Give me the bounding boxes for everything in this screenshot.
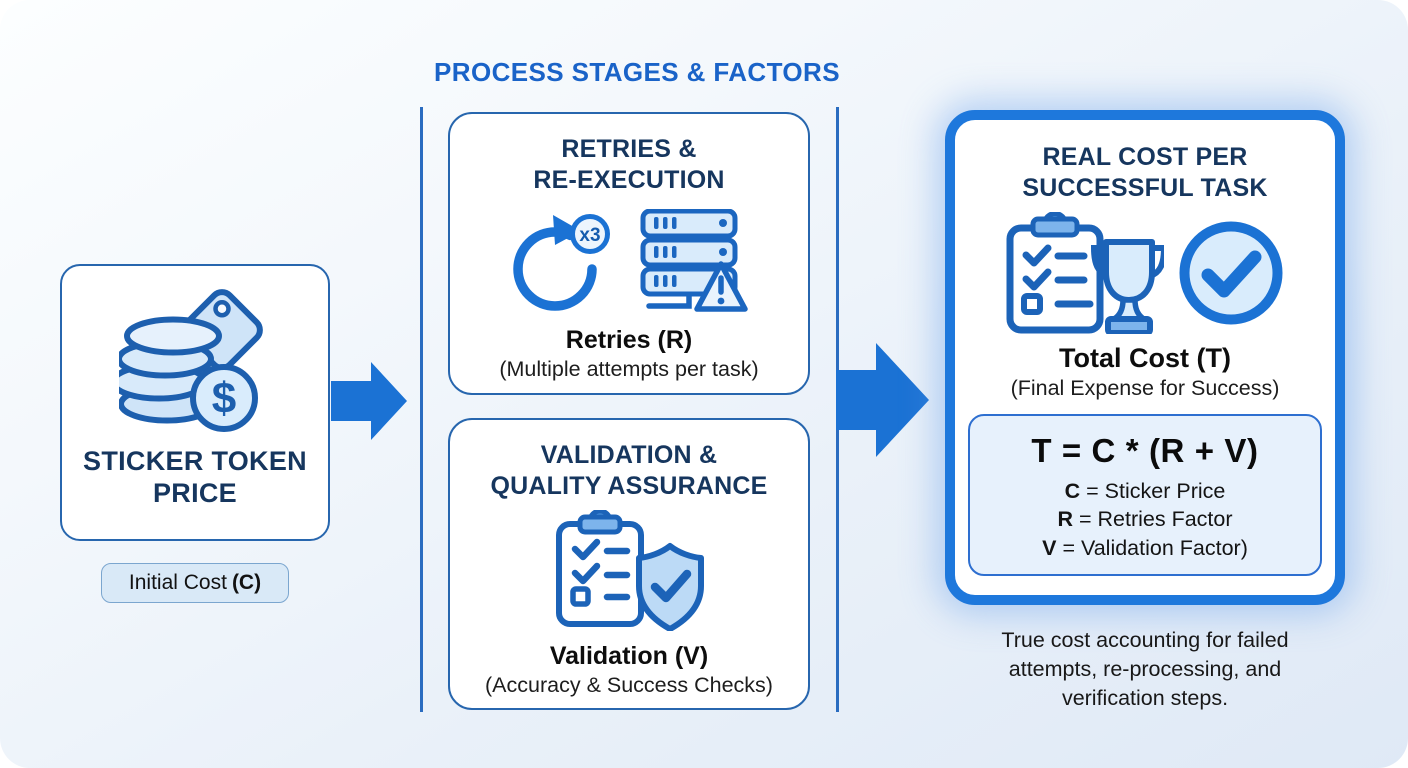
- dollar-sign: $: [212, 374, 236, 423]
- total-cost-sublabel: (Final Expense for Success): [1010, 376, 1280, 400]
- validation-heading: VALIDATION & QUALITY ASSURANCE: [490, 441, 768, 500]
- sticker-token-price-box: $ STICKER TOKEN PRICE: [60, 264, 330, 541]
- pill-variable: (C): [231, 571, 262, 594]
- left-box-heading: STICKER TOKEN PRICE: [83, 446, 307, 508]
- warning-triangle-icon: [694, 261, 748, 312]
- validation-stage-box: VALIDATION & QUALITY ASSURANCE Validatio…: [448, 418, 810, 710]
- retries-sublabel: (Multiple attempts per task): [499, 357, 759, 381]
- checklist-shield-icon: [556, 510, 704, 631]
- total-cost-label: Total Cost (T): [1059, 343, 1231, 373]
- result-icons-row: [1006, 212, 1284, 334]
- result-heading: REAL COST PER SUCCESSFUL TASK: [1022, 143, 1268, 202]
- definition-row: C = Sticker Price: [1064, 479, 1226, 503]
- page-title: PROCESS STAGES & FACTORS: [434, 57, 840, 87]
- retries-heading: RETRIES & RE-EXECUTION: [533, 135, 725, 194]
- x3-badge-label: x3: [579, 225, 600, 246]
- definition-row: V = Validation Factor): [1042, 535, 1248, 560]
- formula-text: T = C * (R + V): [1031, 432, 1259, 469]
- formula-box: T = C * (R + V) C = Sticker Price R = Re…: [968, 414, 1322, 576]
- definition-row: R = Retries Factor: [1057, 507, 1233, 532]
- initial-cost-pill: Initial Cost (C): [101, 563, 289, 603]
- flow-arrow-right-icon: [836, 343, 929, 457]
- trophy-icon: [1090, 239, 1164, 334]
- validation-label: Validation (V): [549, 642, 709, 670]
- retries-icons-row: x3: [509, 209, 749, 315]
- formula-definitions: C = Sticker Price R = Retries Factor V =…: [970, 477, 1320, 562]
- footnote: True cost accounting for failed attempts…: [1001, 628, 1289, 710]
- validation-icons-row: [553, 510, 705, 631]
- checklist-trophy-icon: [1006, 212, 1164, 334]
- coin-stack-price-tag-icon: $: [119, 289, 263, 432]
- flow-arrow-left-icon: [331, 362, 407, 440]
- real-cost-result-box: REAL COST PER SUCCESSFUL TASK: [945, 110, 1345, 605]
- retries-label: Retries (R): [565, 326, 693, 354]
- server-error-icon: [640, 209, 748, 312]
- retry-loop-icon: x3: [513, 214, 610, 311]
- success-check-icon: [1179, 221, 1283, 325]
- retries-stage-box: RETRIES & RE-EXECUTION x3: [448, 112, 810, 395]
- stage-divider-left: [420, 107, 423, 712]
- pill-label: Initial Cost: [128, 571, 227, 594]
- validation-sublabel: (Accuracy & Success Checks): [485, 673, 773, 697]
